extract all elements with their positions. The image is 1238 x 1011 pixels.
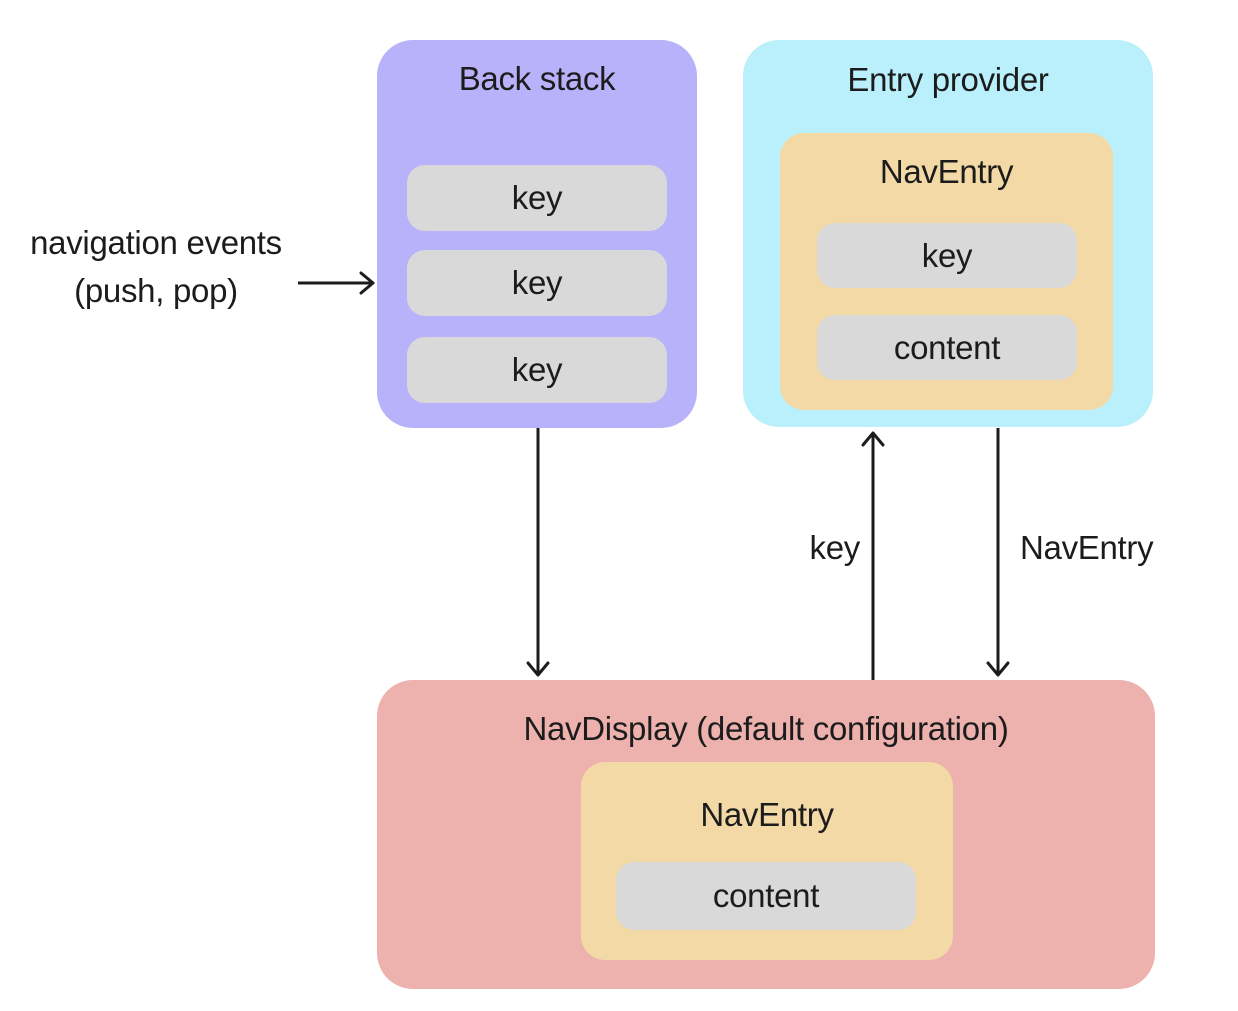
back-stack-key-pill-1: key	[407, 165, 667, 231]
entry-provider-box: Entry provider NavEntry key content	[743, 40, 1153, 427]
entry-provider-nav-entry-title: NavEntry	[879, 153, 1014, 190]
navigation-events-line2: (push, pop)	[74, 272, 238, 309]
entry-provider-key-pill: key	[817, 223, 1077, 288]
nav-display-box: NavDisplay (default configuration) NavEn…	[377, 680, 1155, 989]
navigation-events-label: navigation events (push, pop)	[8, 219, 304, 315]
nav-display-content-pill: content	[616, 862, 916, 930]
nav-entry-arrow-label: NavEntry	[1020, 529, 1154, 566]
back-stack-key-pill-3: key	[407, 337, 667, 403]
nav-display-nav-entry-box: NavEntry content	[581, 762, 953, 960]
key-arrow-label: key	[809, 529, 861, 566]
navigation-events-line1: navigation events	[30, 224, 282, 261]
nav-display-title: NavDisplay (default configuration)	[523, 710, 1009, 747]
entry-provider-title: Entry provider	[847, 61, 1049, 98]
entry-provider-nav-entry-box: NavEntry key content	[780, 133, 1113, 410]
entry-provider-content-pill: content	[817, 315, 1077, 380]
back-stack-key-pill-2: key	[407, 250, 667, 316]
back-stack-box: Back stack key key key	[377, 40, 697, 428]
nav-display-nav-entry-title: NavEntry	[700, 796, 834, 833]
back-stack-title: Back stack	[458, 60, 616, 97]
